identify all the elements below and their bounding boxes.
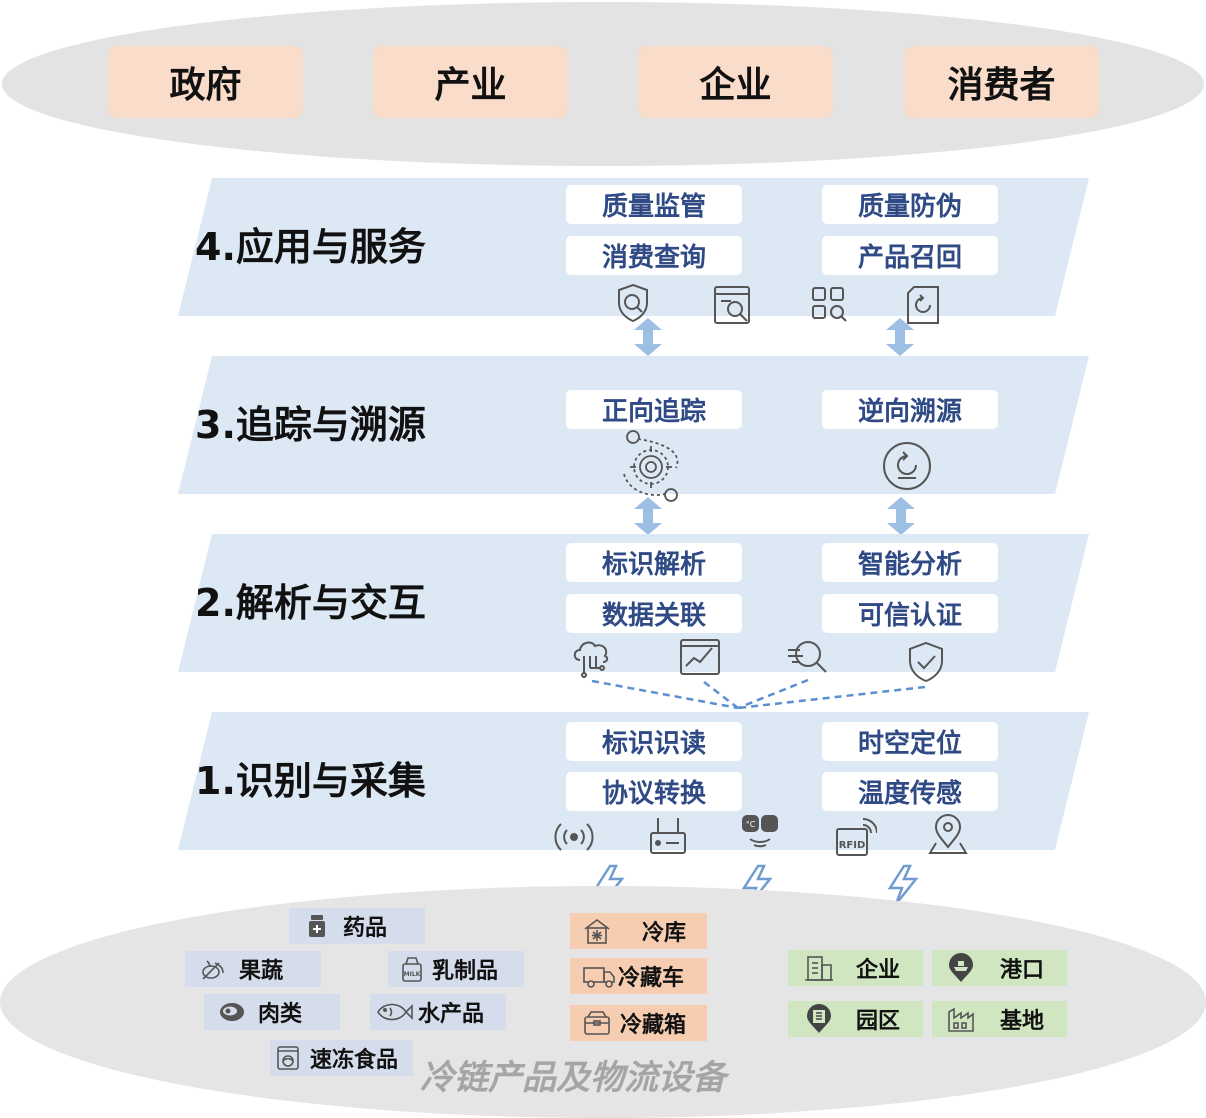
storage-label: 冷库: [642, 921, 687, 946]
fn-consumer-query: 消费查询: [566, 236, 742, 275]
place-park: 园区: [788, 1001, 923, 1037]
vegetables-icon: [199, 955, 227, 983]
park-pin-icon: [804, 1004, 834, 1034]
product-label: 速冻食品: [310, 1048, 399, 1073]
fn-product-recall: 产品召回: [822, 236, 998, 275]
meat-steak-icon: [218, 998, 246, 1026]
updown-arrow-icon: [887, 497, 915, 535]
bottom-caption: 冷链产品及物流设备: [420, 1058, 726, 1098]
product-frozen-food: 速冻食品: [270, 1040, 413, 1076]
location-pin-icon: [926, 813, 970, 857]
storage-label: 冷藏箱: [620, 1013, 687, 1038]
rfid-label: RFID: [839, 840, 866, 851]
product-meat: 肉类: [204, 994, 340, 1030]
shield-check-icon: [904, 640, 948, 684]
fn-trusted-certification: 可信认证: [822, 594, 998, 633]
document-search-icon: [711, 283, 755, 327]
recall-document-icon: [902, 283, 946, 327]
updown-arrow-icon: [634, 318, 662, 356]
fn-reverse-tracing: 逆向溯源: [822, 390, 998, 429]
storage-label: 冷藏车: [618, 966, 685, 991]
chart-box-icon: [678, 634, 722, 678]
router-icon: [646, 813, 690, 857]
shield-search-icon: [611, 281, 655, 325]
place-label: 港口: [1000, 958, 1045, 983]
product-label: 肉类: [258, 1002, 303, 1027]
truck-icon: [582, 962, 616, 990]
place-label: 基地: [1000, 1009, 1045, 1034]
fn-intelligent-analysis: 智能分析: [822, 543, 998, 582]
product-label: 乳制品: [432, 959, 499, 984]
storage-refrigerated-truck: 冷藏车: [570, 958, 707, 994]
layer-3-title: 3.追踪与溯源: [195, 403, 426, 447]
product-fruit-vegetable: 果蔬: [185, 951, 321, 987]
place-port: 港口: [932, 950, 1067, 986]
product-label: 水产品: [418, 1002, 485, 1027]
place-base: 基地: [932, 1001, 1067, 1037]
place-enterprise: 企业: [788, 950, 923, 986]
fn-quality-supervision: 质量监管: [566, 185, 742, 224]
target-tracking-icon: [618, 428, 686, 504]
storage-refrigerated-box: 冷藏箱: [570, 1005, 707, 1041]
celsius-label: °C: [746, 820, 756, 829]
analytics-search-icon: [786, 634, 830, 678]
updown-arrow-icon: [634, 497, 662, 535]
fn-identifier-reading: 标识识读: [566, 722, 742, 761]
milk-label: MILK: [404, 971, 421, 978]
temperature-sensor-icon: °C: [738, 813, 782, 857]
wireless-signal-icon: [552, 815, 596, 859]
medicine-bottle-icon: [303, 912, 331, 940]
factory-icon: [946, 1004, 976, 1034]
fn-protocol-conversion: 协议转换: [566, 772, 742, 811]
fn-temperature-sensing: 温度传感: [822, 772, 998, 811]
product-aquatic: 水产品: [370, 994, 506, 1030]
rfid-tag-icon: RFID: [833, 815, 877, 859]
storage-cold-room: 冷库: [570, 913, 707, 949]
fn-forward-tracking: 正向追踪: [566, 390, 742, 429]
place-label: 园区: [856, 1009, 901, 1034]
fn-data-association: 数据关联: [566, 594, 742, 633]
updown-arrow-icon: [886, 318, 914, 356]
fish-icon: [374, 998, 414, 1026]
product-label: 药品: [343, 916, 388, 941]
layer-2-title: 2.解析与交互: [195, 581, 426, 625]
product-medicine: 药品: [289, 908, 425, 944]
stakeholder-industry: 产业: [373, 46, 568, 118]
place-label: 企业: [856, 958, 901, 983]
cold-box-icon: [582, 1009, 612, 1037]
stakeholder-enterprise: 企业: [638, 46, 833, 118]
lightning-icon: [886, 864, 920, 906]
reverse-trace-icon: [881, 440, 933, 492]
fn-spatiotemporal-positioning: 时空定位: [822, 722, 998, 761]
product-dairy: MILK 乳制品: [388, 951, 524, 987]
milk-carton-icon: MILK: [398, 955, 426, 983]
snowflake-house-icon: [582, 917, 612, 945]
layer-4-title: 4.应用与服务: [195, 225, 426, 269]
fn-identifier-resolution: 标识解析: [566, 543, 742, 582]
cloud-network-icon: [570, 634, 614, 678]
qr-code-search-icon: [808, 283, 852, 327]
building-icon: [804, 953, 834, 983]
frozen-food-bag-icon: [274, 1044, 302, 1072]
fn-anti-counterfeit: 质量防伪: [822, 185, 998, 224]
product-label: 果蔬: [239, 959, 284, 984]
stakeholder-government: 政府: [108, 46, 303, 118]
port-pin-icon: [946, 953, 976, 983]
layer-1-title: 1.识别与采集: [195, 759, 426, 803]
stakeholder-consumer: 消费者: [904, 46, 1099, 118]
